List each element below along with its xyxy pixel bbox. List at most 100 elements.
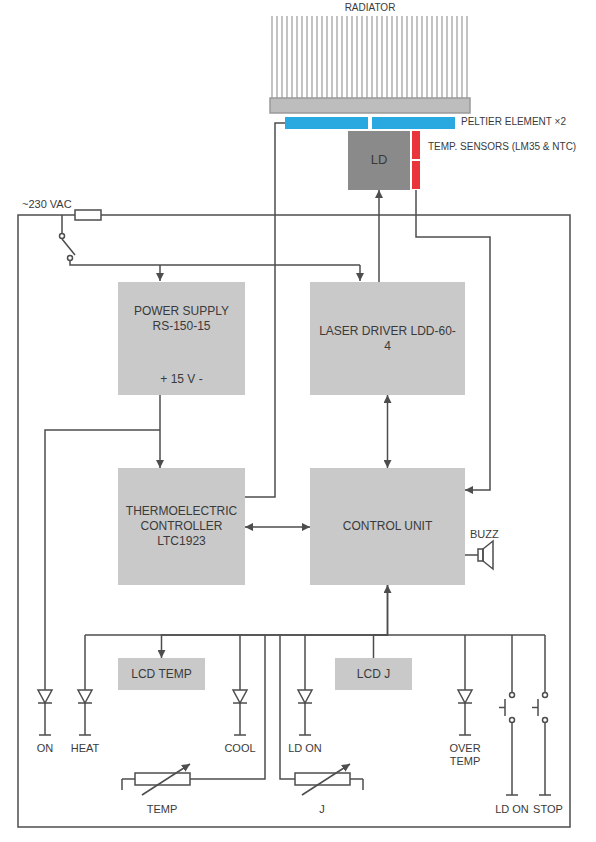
radiator-fins (272, 16, 467, 98)
radiator-fin (441, 16, 442, 98)
connector (387, 395, 389, 468)
potentiometer-symbol (135, 773, 190, 785)
switch-contact (60, 234, 65, 239)
ground-symbol (234, 734, 246, 736)
radiator-fin (456, 16, 457, 98)
connector (159, 395, 161, 468)
box-text: LD (371, 152, 388, 168)
ground-symbol (539, 794, 551, 796)
radiator-fin (371, 16, 372, 98)
radiator-fin (346, 16, 347, 98)
box-text: LASER DRIVER LDD-60-4 (316, 324, 459, 354)
radiator-fin (426, 16, 427, 98)
radiator-fin (421, 16, 422, 98)
potentiometer-symbol (295, 773, 350, 785)
led-wire (84, 703, 86, 735)
pot-lead (121, 779, 123, 790)
led-wire (239, 703, 241, 735)
connector (245, 526, 310, 528)
part-label: ON (37, 742, 54, 755)
switch-contact (68, 256, 73, 261)
buzzer-wire (465, 554, 478, 556)
pot-wiper (142, 764, 190, 795)
sensor-bar (412, 161, 420, 189)
switch-contact (543, 693, 548, 698)
switch-lever (62, 239, 75, 255)
part-label: ~230 VAC (22, 198, 72, 211)
ground-symbol (79, 734, 91, 736)
radiator-fin (286, 16, 287, 98)
led-wire (304, 635, 306, 690)
ground-symbol (39, 734, 51, 736)
pot-lead (362, 779, 364, 790)
part-label: TEMP. SENSORS (LM35 & NTC) (428, 141, 586, 154)
radiator-fin (416, 16, 417, 98)
radiator-fin (336, 16, 337, 98)
led-wire (239, 635, 241, 690)
radiator-fin (401, 16, 402, 98)
mains-wire (359, 265, 361, 281)
radiator-fin (331, 16, 332, 98)
pushbutton-symbol (499, 707, 505, 709)
display-box: LCD J (335, 658, 412, 690)
peltier-element: PELTIER ELEMENT ×2 (285, 116, 590, 130)
temperature-sensor: TEMP. SENSORS (LM35 & NTC) (412, 131, 592, 190)
radiator-fin (326, 16, 327, 98)
pushbutton-symbol (532, 707, 538, 709)
switch-wire (511, 635, 513, 692)
radiator-fin (281, 16, 282, 98)
part-label: BUZZ (470, 528, 499, 541)
radiator-fin (431, 16, 432, 98)
housing-frame (18, 215, 570, 827)
radiator-fin (341, 16, 342, 98)
pot-lead (190, 778, 208, 780)
box-text: LCD J (357, 667, 390, 682)
mains-wire (159, 265, 161, 281)
radiator-fin (376, 16, 377, 98)
radiator-fin (296, 16, 297, 98)
process-box: LASER DRIVER LDD-60-4 (310, 282, 465, 395)
radiator-fin (321, 16, 322, 98)
box-text: POWER SUPPLY RS-150-15 (124, 304, 239, 334)
sensor-bar (412, 131, 420, 159)
radiator-fin (446, 16, 447, 98)
connector (374, 585, 388, 658)
part-label: J (319, 803, 325, 816)
box-text: CONTROL UNIT (343, 519, 433, 534)
radiator-fin (306, 16, 307, 98)
peltier-bar (285, 117, 368, 129)
led-wire (304, 703, 306, 735)
radiator-fin (396, 16, 397, 98)
part-label: RADIATOR (345, 2, 396, 14)
radiator-fin (366, 16, 367, 98)
connector (378, 190, 380, 282)
radiator-fin (466, 16, 467, 98)
radiator-fin (311, 16, 312, 98)
part-label: COOL (224, 742, 255, 755)
led-symbol (233, 690, 247, 703)
pot-lead (122, 778, 135, 780)
process-box: THERMOELECTRIC CONTROLLER LTC1923 (118, 468, 245, 585)
radiator-fin (386, 16, 387, 98)
radiator-fin (406, 16, 407, 98)
pot-wiper (302, 764, 350, 795)
display-box: LCD TEMP (118, 658, 205, 690)
part-label: OVER TEMP (443, 742, 487, 768)
box-text: + 15 V - (160, 372, 202, 387)
radiator-fin (316, 16, 317, 98)
led-wire (44, 703, 46, 735)
radiator-fin (301, 16, 302, 98)
led-symbol (78, 690, 92, 703)
radiator-fin (361, 16, 362, 98)
radiator-base (270, 98, 470, 113)
ground-symbol (506, 794, 518, 796)
ground-symbol (459, 734, 471, 736)
peltier-bar (372, 117, 455, 129)
switch-wire (511, 723, 513, 795)
part-label: HEAT (71, 742, 100, 755)
box-text: LCD TEMP (131, 667, 191, 682)
pot-lead (350, 778, 363, 780)
led-symbol (298, 690, 312, 703)
switch-wire (544, 635, 546, 692)
